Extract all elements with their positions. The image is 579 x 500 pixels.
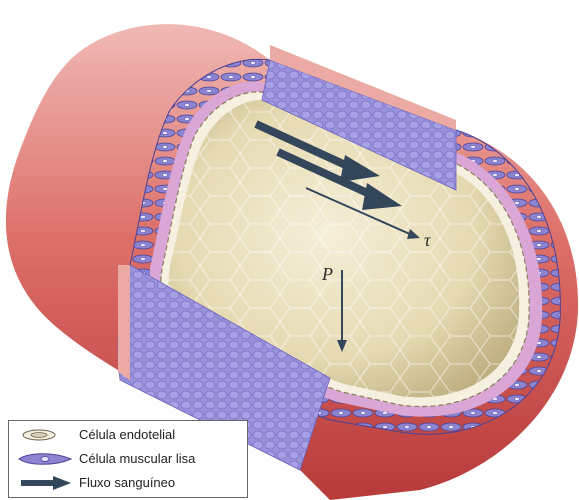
blood-flow-arrow-icon [15,475,75,491]
smooth-muscle-cell-icon [15,451,75,467]
legend-item-smooth-muscle: Célula muscular lisa [9,449,247,469]
legend-item-blood-flow: Fluxo sanguíneo [9,473,247,493]
legend-label: Célula muscular lisa [79,451,195,466]
legend-label: Célula endotelial [79,427,175,442]
shear-stress-label: τ [424,230,431,250]
legend-item-endothelial: Célula endotelial [9,425,247,445]
legend: Célula endotelial Célula muscular lisa F… [8,420,248,498]
pressure-label: P [321,264,333,284]
legend-label: Fluxo sanguíneo [79,475,175,490]
endothelial-cell-icon [15,427,75,443]
